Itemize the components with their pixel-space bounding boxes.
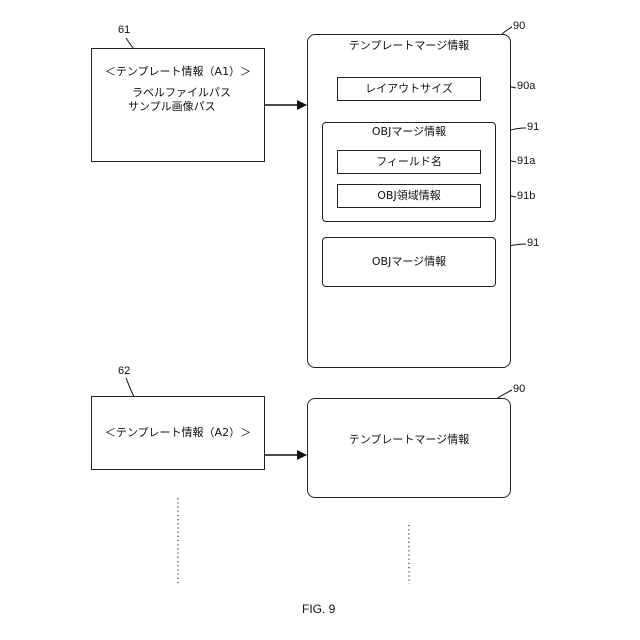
sample-image-path: サンプル画像パス: [128, 100, 216, 114]
template-info-a2-title: ＜テンプレート情報（A2）＞: [92, 426, 264, 440]
template-info-a1-box: ＜テンプレート情報（A1）＞ ラベルファイルパス サンプル画像パス: [91, 48, 265, 162]
leader-62: [126, 378, 134, 397]
figure-caption: FIG. 9: [302, 602, 335, 616]
ref-91-b: 91: [527, 237, 539, 249]
obj-merge-info-single: OBJマージ情報: [322, 237, 496, 287]
ref-90a: 90a: [517, 80, 535, 92]
template-info-a1-title: ＜テンプレート情報（A1）＞: [92, 65, 264, 79]
template-merge-info-box-bottom: テンプレートマージ情報: [307, 398, 511, 498]
obj-merge-info-group-title: OBJマージ情報: [323, 125, 495, 139]
template-merge-info-title-top: テンプレートマージ情報: [308, 39, 510, 53]
ref-91b: 91b: [517, 190, 535, 202]
ref-91-a: 91: [527, 121, 539, 133]
obj-region-info-box: OBJ領域情報: [337, 184, 481, 208]
obj-region-info-label: OBJ領域情報: [338, 189, 480, 203]
ref-62: 62: [118, 365, 130, 377]
layout-size-label: レイアウトサイズ: [338, 82, 480, 96]
ref-61: 61: [118, 24, 130, 36]
ref-90-bottom: 90: [513, 383, 525, 395]
ref-90-top: 90: [513, 20, 525, 32]
ref-91a: 91a: [517, 155, 535, 167]
label-file-path: ラベルファイルパス: [132, 86, 231, 100]
field-name-label: フィールド名: [338, 155, 480, 169]
template-info-a2-box: ＜テンプレート情報（A2）＞: [91, 396, 265, 470]
obj-merge-info-single-label: OBJマージ情報: [323, 255, 495, 269]
layout-size-box: レイアウトサイズ: [337, 77, 481, 101]
template-merge-info-title-bottom: テンプレートマージ情報: [308, 433, 510, 447]
field-name-box: フィールド名: [337, 150, 481, 174]
